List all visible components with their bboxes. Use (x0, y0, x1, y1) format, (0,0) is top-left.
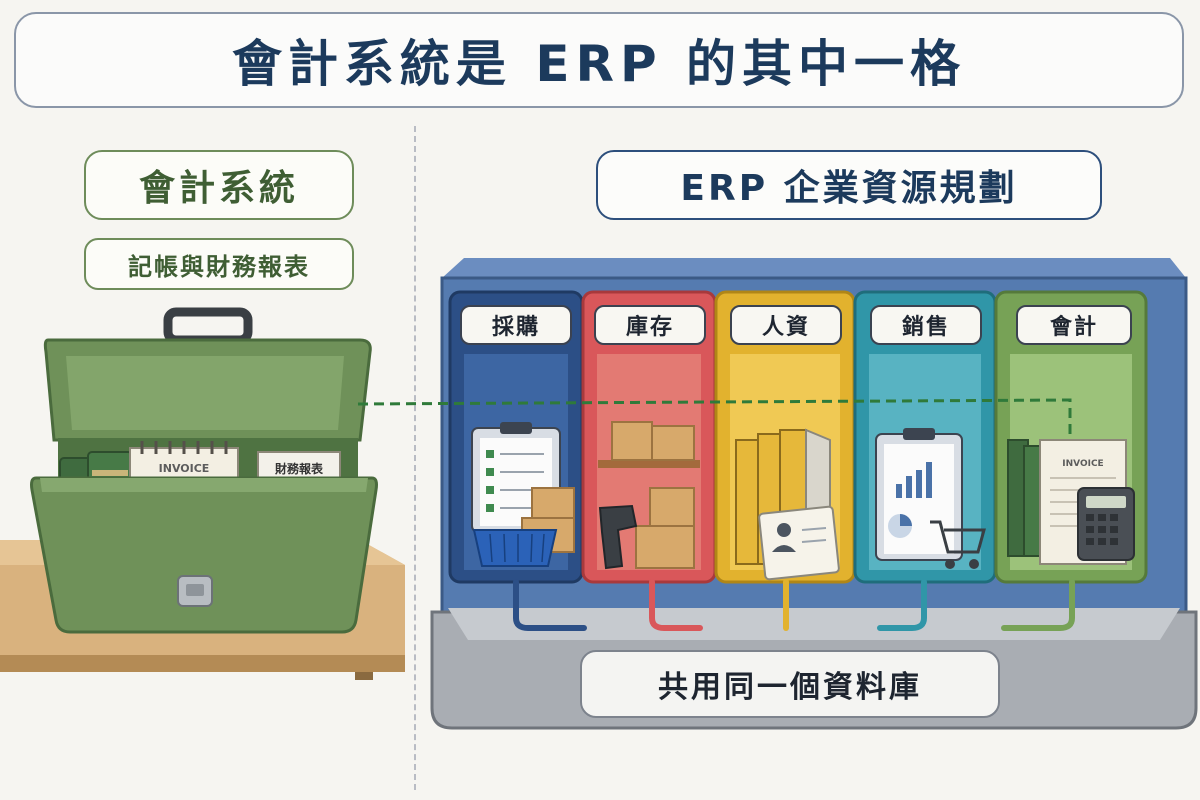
module-label-accounting: 會計 (1016, 305, 1132, 345)
module-label-hr: 人資 (730, 305, 842, 345)
section-divider (414, 126, 416, 790)
cabinet-top (442, 258, 1186, 278)
id-card-icon (758, 505, 840, 581)
data-pipes (513, 579, 1075, 631)
toolbox-illustration: INVOICE 財務報表 (0, 307, 405, 680)
mini-invoice-text: INVOICE (1062, 459, 1103, 469)
inventory-shelf (598, 421, 700, 569)
mini-calculator-icon (1077, 487, 1135, 561)
page-title: 會計系統是 ERP 的其中一格 (231, 35, 967, 93)
erp-cabinet-illustration: INVOICE (357, 258, 1198, 730)
module-label-inventory: 庫存 (594, 305, 706, 345)
sales-report-clipboard-icon (875, 428, 963, 561)
shopping-basket-icon (472, 529, 558, 567)
toolbox-body (30, 476, 378, 634)
invoice-text: INVOICE (159, 462, 210, 475)
report-text: 財務報表 (274, 461, 324, 476)
handle-icon (163, 307, 253, 345)
erp-label: ERP 企業資源規劃 (596, 150, 1102, 220)
barcode-scanner-icon (598, 504, 638, 570)
mini-ledger-books-icon (1007, 439, 1043, 557)
shared-database-label: 共用同一個資料庫 (580, 650, 1000, 718)
accounting-system-label: 會計系統 (84, 150, 354, 220)
title-banner: 會計系統是 ERP 的其中一格 (14, 12, 1184, 108)
module-label-sales: 銷售 (870, 305, 982, 345)
module-label-purchasing: 採購 (460, 305, 572, 345)
shopping-cart-icon (930, 520, 986, 569)
dashed-connector (357, 398, 1072, 438)
accounting-system-sublabel: 記帳與財務報表 (84, 238, 354, 290)
